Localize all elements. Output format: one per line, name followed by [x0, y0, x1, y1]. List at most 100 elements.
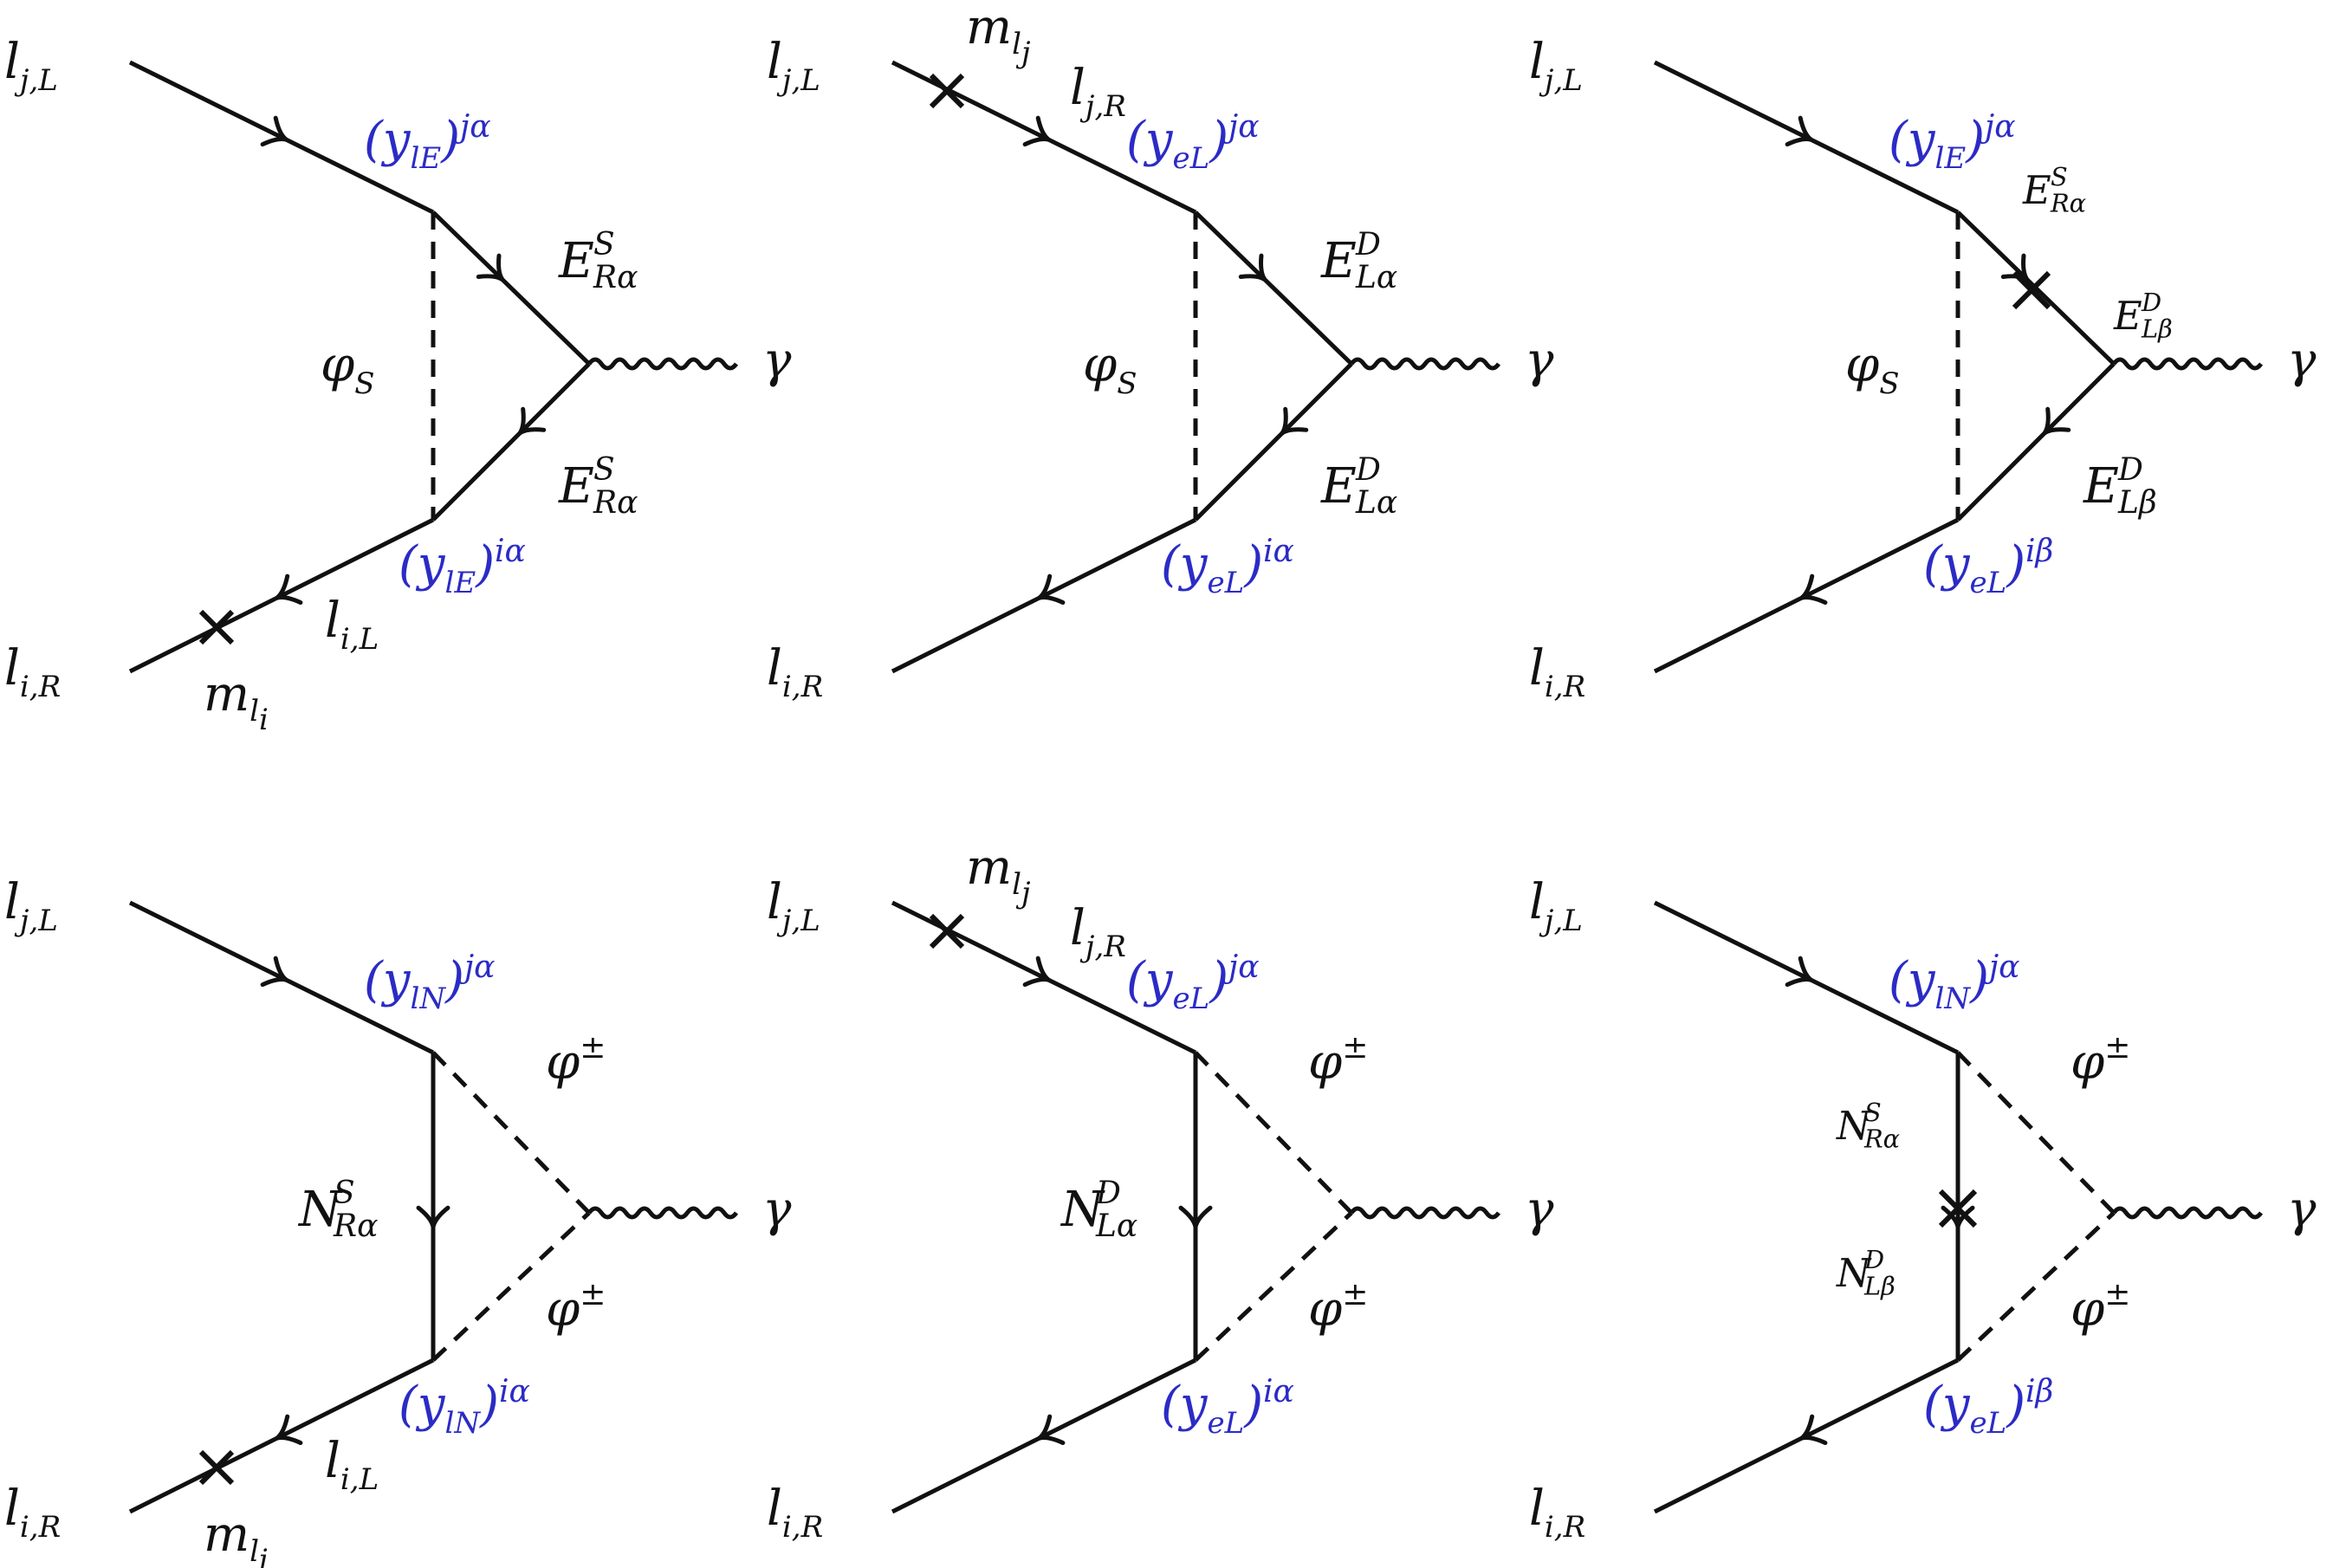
label-coupling-bottom: (yeL)iα	[1161, 534, 1294, 600]
mass-insertion-cross-internal	[1938, 1189, 1978, 1228]
label-fermion-top-b-base: E	[2113, 293, 2142, 339]
label-chirality-bottom: li,L	[325, 593, 379, 657]
label-incoming-top: lj,L	[1529, 34, 1583, 98]
mass-insertion-cross-internal	[2012, 270, 2051, 310]
label-fermion-a-base: N	[1836, 1103, 1872, 1149]
arrow-top-leg	[260, 956, 288, 988]
label-scalar-bottom: φ±	[2071, 1277, 2130, 1338]
label-fermion-top-sub: Rα	[593, 260, 638, 295]
label-mass-top: mlj	[966, 839, 1031, 910]
label-scalar-top: φ±	[2071, 1030, 2130, 1091]
scalar-line-upper	[1956, 1051, 2116, 1215]
label-scalar-bottom: φ±	[546, 1277, 606, 1338]
arrow-bottom-leg	[275, 573, 303, 606]
label-fermion-top-sup: D	[1355, 227, 1381, 262]
label-fermion-bottom-sup: D	[2117, 452, 2143, 488]
label-scalar: φS	[321, 337, 375, 401]
label-fermion-top-base: E	[1320, 233, 1357, 289]
photon-line	[2111, 1206, 2264, 1220]
label-chirality-top: lj,R	[1070, 900, 1126, 964]
label-fermion-bottom-sup: S	[593, 452, 615, 488]
label-fermion-sub: Lα	[1095, 1208, 1137, 1244]
label-fermion-bottom-sub: Rα	[593, 485, 638, 521]
arrow-fermion-vertical	[416, 1205, 450, 1228]
label-fermion-top-sup: S	[593, 227, 615, 262]
arrow-top-leg	[1022, 956, 1051, 988]
label-fermion-sub: Rα	[333, 1208, 378, 1244]
label-incoming-top: lj,L	[1529, 874, 1583, 938]
label-coupling-top: (yeL)jα	[1126, 109, 1260, 176]
photon-line	[2111, 357, 2264, 371]
arrow-fermion-upper	[476, 253, 505, 282]
label-fermion-a-sup: S	[1864, 1098, 1882, 1127]
label-coupling-bottom: (yeL)iβ	[1923, 534, 2053, 600]
fermion-line-lower	[431, 362, 591, 522]
label-photon: γ	[1525, 1182, 1554, 1238]
arrow-fermion-lower	[2042, 406, 2071, 436]
label-coupling-bottom: (yeL)iα	[1161, 1374, 1294, 1441]
arrow-top-leg	[1022, 115, 1051, 147]
label-coupling-top: (yeL)jα	[1126, 949, 1260, 1016]
label-photon: γ	[2287, 333, 2317, 389]
label-coupling-top: (ylN)jα	[364, 949, 495, 1016]
label-incoming-top: lj,L	[4, 874, 58, 938]
arrow-top-leg	[1785, 115, 1813, 147]
arrow-fermion-upper	[2000, 253, 2030, 282]
label-fermion-sup: D	[1095, 1176, 1121, 1211]
mass-insertion-cross-bottom	[198, 1449, 235, 1486]
label-scalar-top: φ±	[1308, 1030, 1368, 1091]
label-fermion-bottom-sub: Lα	[1355, 485, 1397, 521]
scalar-line-upper	[1194, 1051, 1353, 1215]
mass-insertion-cross-top	[929, 913, 965, 949]
label-fermion-top-b-sup: D	[2141, 288, 2161, 317]
label-fermion-top-a-sub: Rα	[2050, 189, 2086, 218]
fermion-line-lower	[1194, 362, 1353, 522]
label-fermion-top-a-sup: S	[2051, 162, 2068, 191]
label-incoming-top: lj,L	[767, 874, 820, 938]
arrow-bottom-leg	[1799, 573, 1828, 606]
label-fermion-b-sup: D	[1863, 1245, 1884, 1274]
label-incoming-bottom: li,R	[4, 1481, 61, 1545]
photon-line	[586, 1206, 739, 1220]
label-coupling-bottom: (ylN)iα	[399, 1374, 530, 1441]
label-fermion-bottom-base: E	[558, 458, 594, 515]
label-incoming-top: lj,L	[767, 34, 820, 98]
label-mass-bottom: mli	[204, 1506, 269, 1568]
label-photon: γ	[1525, 333, 1554, 389]
label-fermion-base: N	[1060, 1182, 1105, 1238]
fermion-line-lower	[1956, 362, 2116, 522]
label-chirality-bottom: li,L	[325, 1433, 379, 1497]
label-coupling-top: (ylN)jα	[1889, 949, 2019, 1016]
label-incoming-top: lj,L	[4, 34, 58, 98]
label-photon: γ	[2287, 1182, 2317, 1238]
label-incoming-bottom: li,R	[1529, 1481, 1585, 1545]
label-fermion-a-sub: Rα	[1863, 1124, 1900, 1154]
scalar-line-lower	[1956, 1211, 2116, 1362]
label-fermion-top-sub: Lα	[1355, 260, 1397, 295]
arrow-fermion-vertical	[1178, 1205, 1213, 1228]
label-coupling-bottom: (ylE)iα	[399, 534, 526, 600]
label-fermion-base: N	[297, 1182, 343, 1238]
label-fermion-b-sub: Lβ	[1863, 1272, 1896, 1301]
label-fermion-sup: S	[334, 1176, 355, 1211]
scalar-line-lower	[1194, 1211, 1353, 1362]
label-fermion-b-base: N	[1836, 1250, 1872, 1296]
arrow-bottom-leg	[1037, 573, 1066, 606]
label-mass-bottom: mli	[204, 666, 269, 737]
label-incoming-bottom: li,R	[1529, 640, 1585, 704]
label-fermion-top-b-sub: Lβ	[2141, 314, 2173, 344]
mass-insertion-cross-bottom	[198, 609, 235, 645]
